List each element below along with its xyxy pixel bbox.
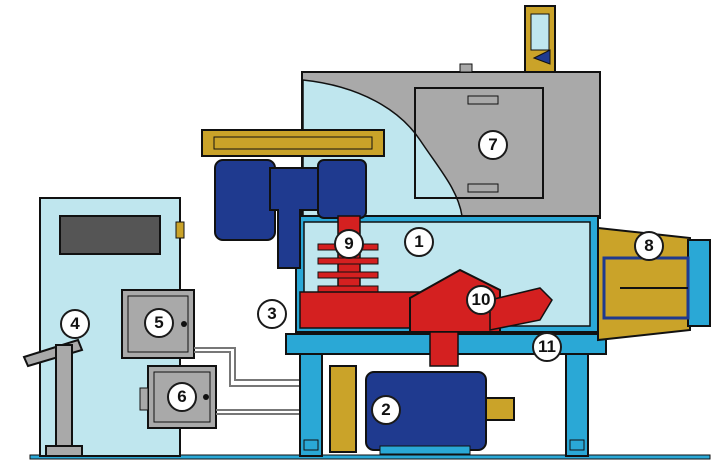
label-11: 11 [532,332,562,362]
label-9: 9 [334,229,364,259]
label-2: 2 [371,395,401,425]
operator-pedestal-icon [22,338,84,457]
electric-motor-icon [201,129,385,269]
bottom-motor [365,371,515,455]
label-1: 1 [404,227,434,257]
top-valve [524,5,556,73]
label-10: 10 [466,285,496,315]
label-6: 6 [167,382,197,412]
label-7: 7 [478,130,508,160]
ground-line [29,454,711,460]
discharge-unit [597,226,711,342]
label-3: 3 [257,299,287,329]
cable-lines [194,347,300,415]
label-5: 5 [144,308,174,338]
label-8: 8 [634,231,664,261]
label-4: 4 [60,309,90,339]
